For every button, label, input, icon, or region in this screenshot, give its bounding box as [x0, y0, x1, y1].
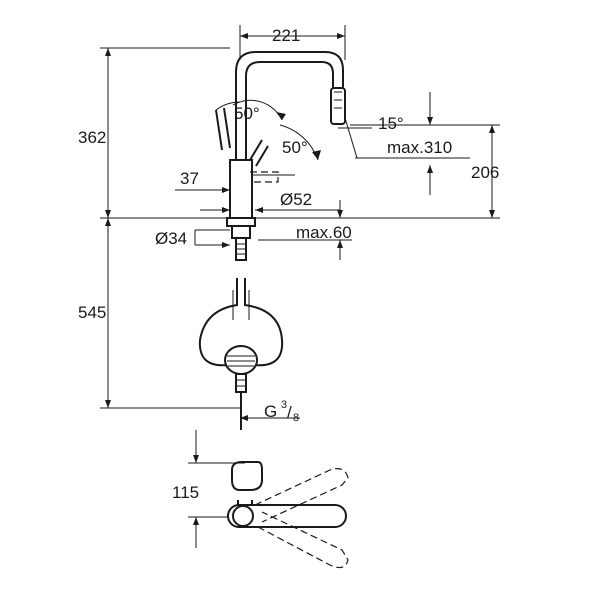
label-spout-reach: 221 — [272, 26, 300, 45]
label-handle-angle-left: 50° — [234, 104, 260, 123]
label-base-diameter: Ø52 — [280, 190, 312, 209]
label-max-thickness: max.60 — [296, 223, 352, 242]
label-max-height: max.310 — [387, 138, 452, 157]
label-thread-num: 3 — [281, 399, 287, 411]
label-connection-thread: G — [264, 402, 277, 421]
label-handle-offset: 37 — [180, 169, 199, 188]
label-spout-height: 206 — [471, 163, 499, 182]
dimension-labels: 221 362 15° 50° 50° max.310 206 37 Ø52 Ø… — [78, 26, 499, 502]
hose-assembly — [198, 278, 284, 430]
label-handle-angle-right: 50° — [282, 138, 308, 157]
label-shank-diameter: Ø34 — [155, 229, 187, 248]
label-plan-height: 115 — [172, 483, 199, 502]
faucet-elevation — [215, 51, 346, 261]
label-height-top: 362 — [78, 128, 106, 147]
label-thread-den: 8 — [293, 412, 299, 424]
label-thread-slash: / — [287, 403, 292, 422]
label-hose-length: 545 — [78, 303, 106, 322]
dimension-lines — [100, 25, 500, 548]
plan-view — [227, 461, 349, 569]
label-spray-angle: 15° — [378, 114, 404, 133]
